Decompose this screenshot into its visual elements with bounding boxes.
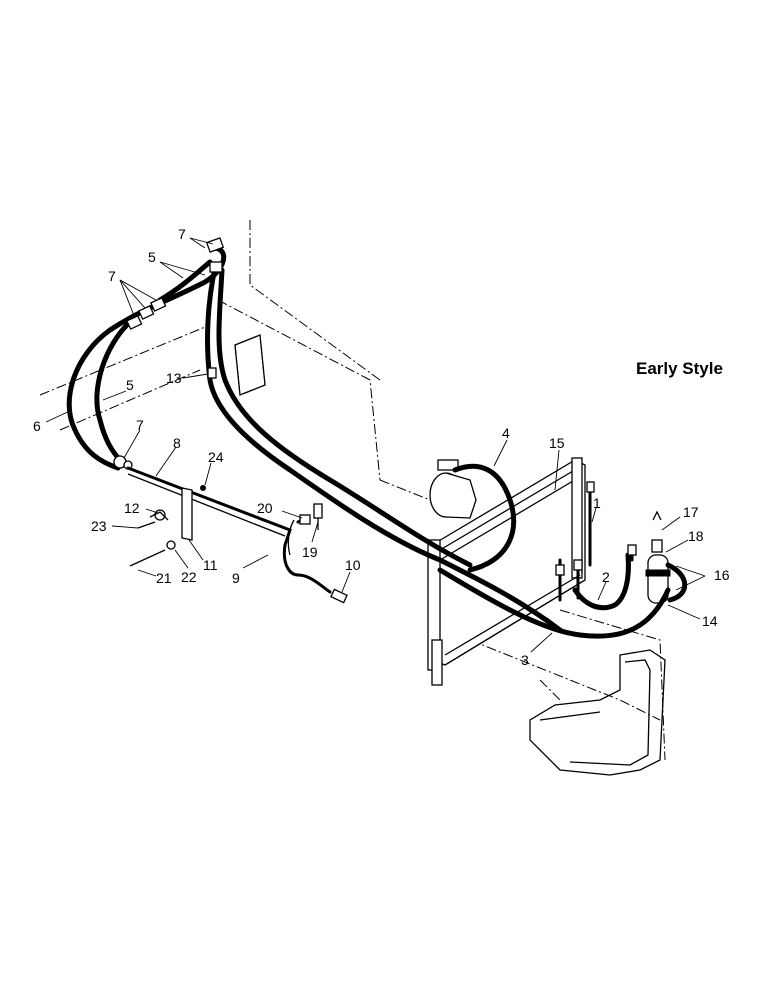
machine-frame-outline <box>39 220 666 761</box>
callout-7: 7 <box>178 226 186 242</box>
floor-panel <box>529 649 666 776</box>
callout-11: 11 <box>203 557 218 573</box>
callouts: 7 5 7 5 6 7 8 13 24 12 23 11 22 21 9 20 … <box>33 226 730 668</box>
callout-8: 8 <box>173 435 181 451</box>
callout-6: 6 <box>33 418 41 434</box>
callout-15: 15 <box>549 435 565 451</box>
callout-7: 7 <box>108 268 116 284</box>
compressor <box>429 459 477 519</box>
callout-3: 3 <box>521 652 529 668</box>
hoses <box>66 245 688 639</box>
callout-2: 2 <box>602 569 610 585</box>
tube-assembly <box>126 466 348 604</box>
callout-21: 21 <box>156 570 172 586</box>
callout-7: 7 <box>136 417 144 433</box>
callout-12: 12 <box>124 500 140 516</box>
callout-20: 20 <box>257 500 273 516</box>
callout-1: 1 <box>593 495 601 511</box>
callout-14: 14 <box>702 613 718 629</box>
condenser-assembly <box>427 457 586 686</box>
callout-23: 23 <box>91 518 107 534</box>
leader-lines <box>45 237 706 653</box>
callout-5: 5 <box>126 377 134 393</box>
callout-17: 17 <box>683 504 699 520</box>
callout-24: 24 <box>208 449 224 465</box>
diagram-title: Early Style <box>636 359 723 378</box>
callout-16: 16 <box>714 567 730 583</box>
callout-4: 4 <box>502 425 510 441</box>
callout-10: 10 <box>345 557 361 573</box>
callout-5: 5 <box>148 249 156 265</box>
callout-22: 22 <box>181 569 197 585</box>
fittings <box>113 237 637 576</box>
callout-13: 13 <box>166 370 182 386</box>
callout-19: 19 <box>302 544 318 560</box>
receiver-drier <box>645 510 671 604</box>
callout-18: 18 <box>688 528 704 544</box>
callout-9: 9 <box>232 570 240 586</box>
